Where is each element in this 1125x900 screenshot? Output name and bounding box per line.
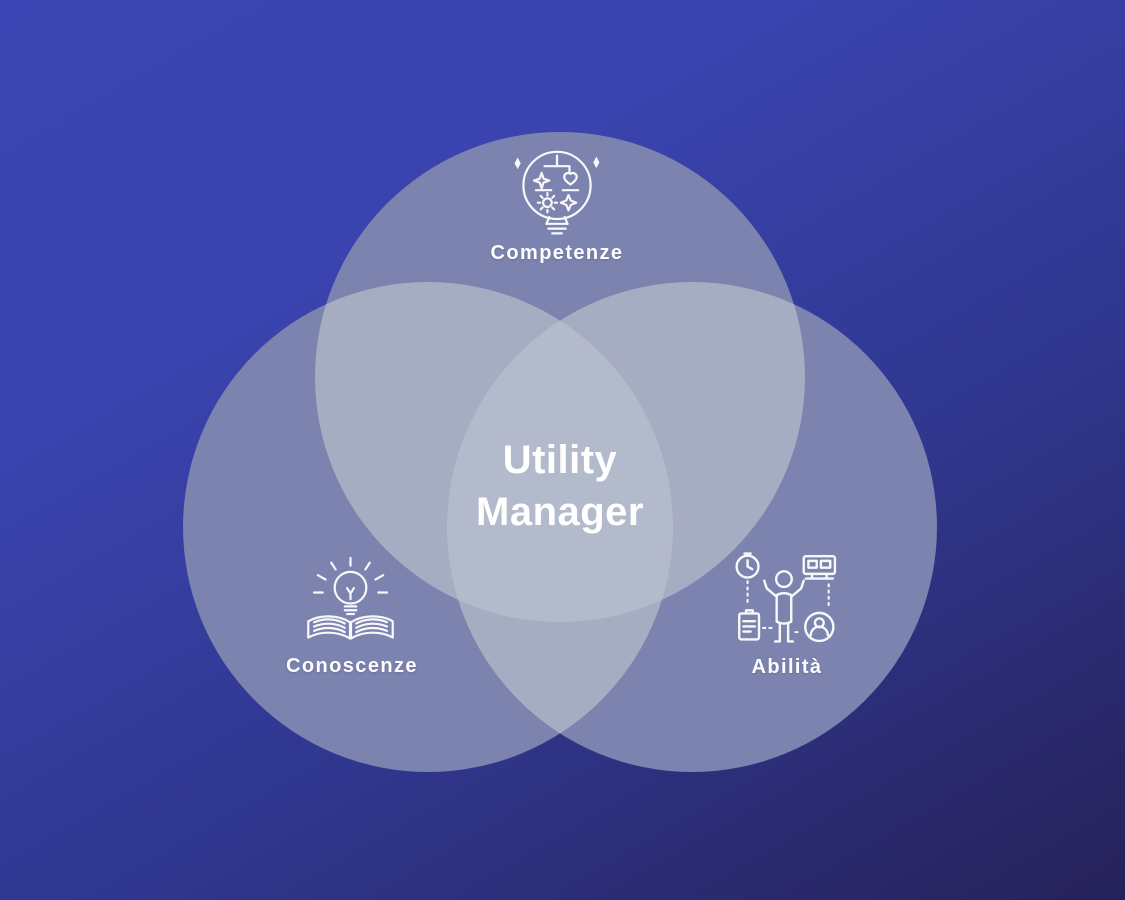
overlap-center-triple [447, 282, 673, 622]
circle-label-conoscenze: Conoscenze [286, 655, 418, 677]
circle-label-abilita: Abilità [751, 656, 823, 678]
center-title: Utility Manager [476, 438, 644, 534]
person-skills-icon [733, 551, 837, 655]
lightbulb-brain-icon [509, 147, 605, 243]
circle-label-competenze: Competenze [490, 242, 624, 264]
book-lightbulb-icon [302, 556, 399, 652]
